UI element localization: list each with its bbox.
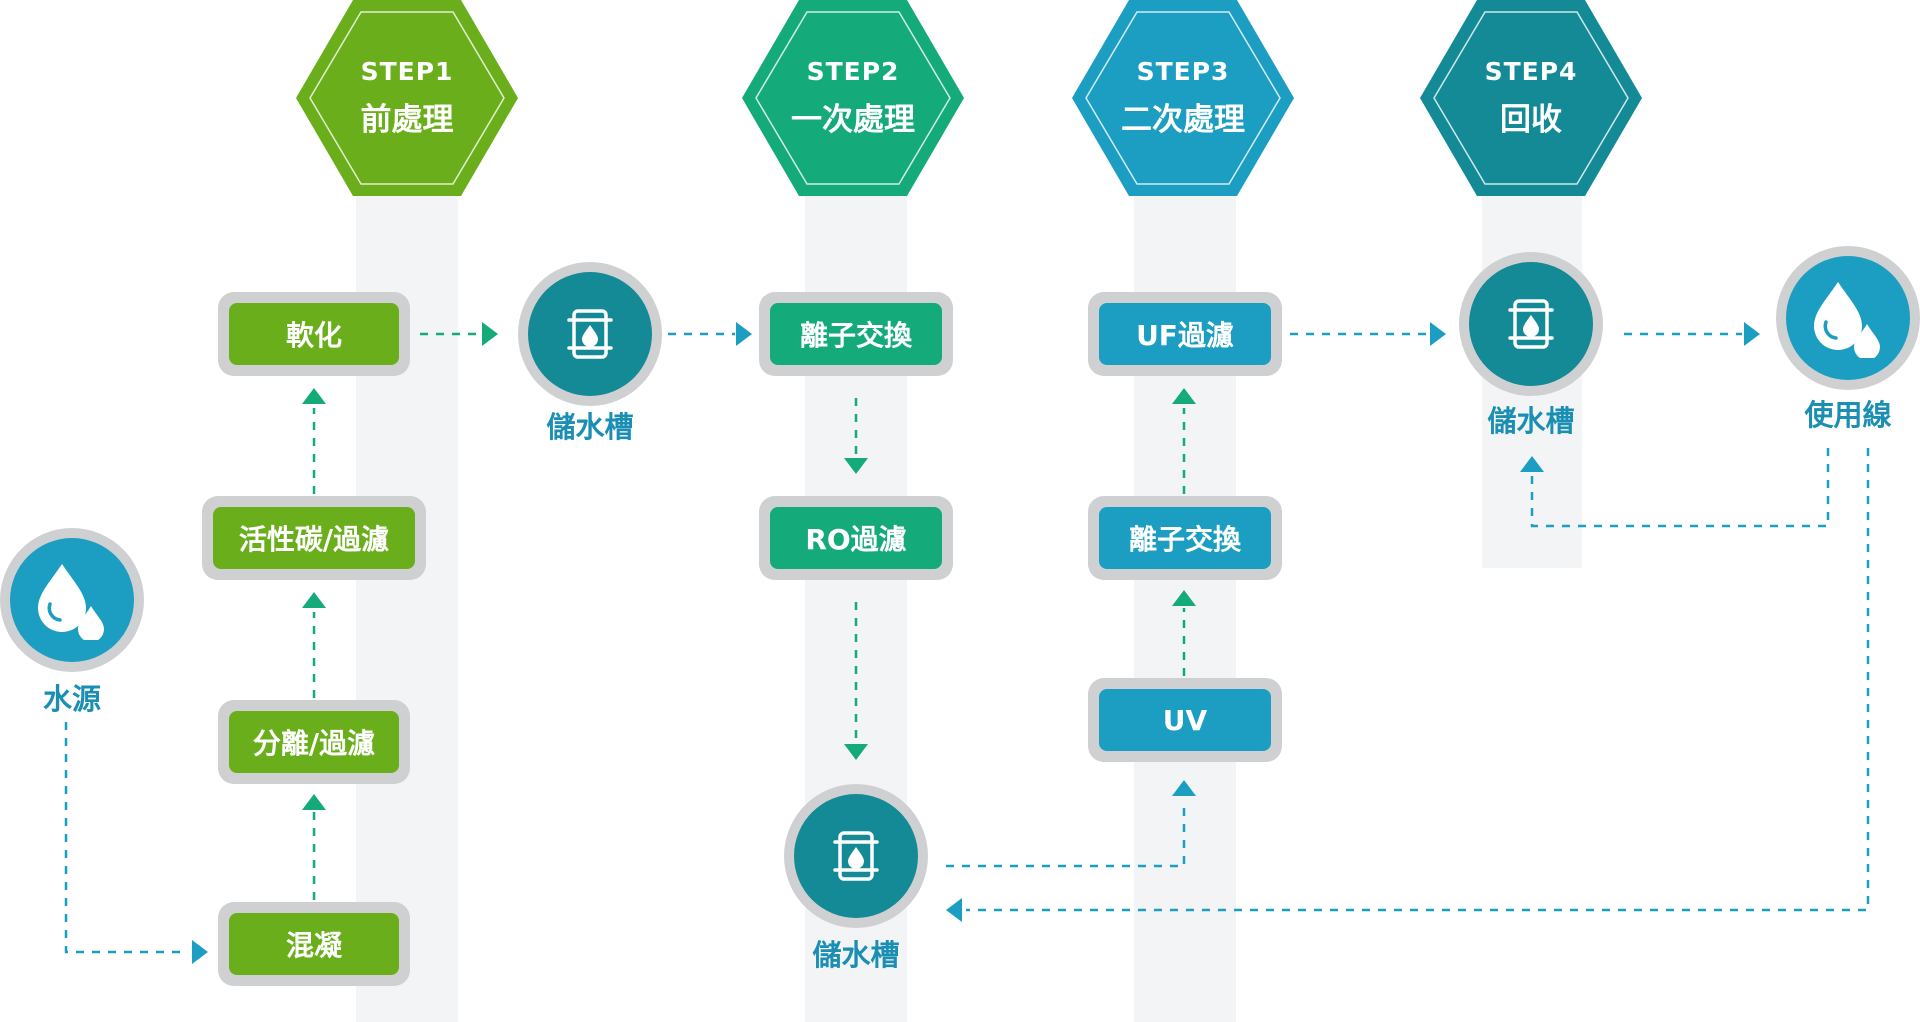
- water-source-node: [0, 528, 144, 672]
- process-separation-filter: 分離/過濾: [218, 700, 410, 784]
- process-ion-exchange-secondary: 離子交換: [1088, 496, 1282, 580]
- step1-number: STEP1: [360, 57, 454, 86]
- connector-use-line-to-tank-c: [1530, 448, 1830, 528]
- arrow-head-uv: [1172, 780, 1196, 796]
- step4-hexagon: STEP4 回收: [1420, 0, 1642, 196]
- arrow-head-ion-exchange: [736, 322, 752, 346]
- water-tank-a-node: [518, 262, 662, 406]
- arrow-head-carbon: [302, 592, 326, 608]
- use-line-label: 使用線: [1804, 398, 1892, 432]
- arrow-head-tank-b-return: [946, 898, 962, 922]
- arrow-head-tank-b: [844, 744, 868, 760]
- process-uf-filter: UF過濾: [1088, 292, 1282, 376]
- water-tank-icon: [1508, 299, 1554, 349]
- step2-title: 一次處理: [791, 102, 915, 138]
- water-tank-c-node: [1459, 252, 1603, 396]
- use-line-node: [1776, 246, 1920, 390]
- step3-title: 二次處理: [1121, 102, 1245, 138]
- arrow-head-uf: [1172, 388, 1196, 404]
- arrow-head-coagulation: [192, 940, 208, 964]
- water-tank-c-label: 儲水槽: [1487, 404, 1575, 438]
- arrow-head-use-line: [1744, 322, 1760, 346]
- water-tank-a-label: 儲水槽: [546, 410, 634, 444]
- connector-use-line-to-tank-b: [966, 448, 1870, 912]
- arrow-head-ion-exchange-secondary: [1172, 590, 1196, 606]
- arrow-head-tank-a: [482, 322, 498, 346]
- water-drop-icon: [1814, 282, 1880, 358]
- process-ro-filter: RO過濾: [759, 496, 953, 580]
- water-drop-icon: [38, 564, 104, 640]
- step2-number: STEP2: [806, 57, 900, 86]
- process-softening: 軟化: [218, 292, 410, 376]
- arrow-head-tank-c-return: [1520, 456, 1544, 472]
- water-tank-icon: [833, 831, 879, 881]
- step2-hexagon: STEP2 一次處理: [742, 0, 964, 196]
- water-tank-icon: [567, 309, 613, 359]
- process-activated-carbon-filter: 活性碳/過濾: [202, 496, 426, 580]
- process-coagulation: 混凝: [218, 902, 410, 986]
- step1-title: 前處理: [360, 102, 454, 138]
- connector-source-to-coagulation: [64, 722, 188, 954]
- connector-tank-b-to-uv: [946, 800, 1186, 868]
- arrow-head-softening: [302, 388, 326, 404]
- arrow-head-separation: [302, 794, 326, 810]
- process-uv: UV: [1088, 678, 1282, 762]
- step3-number: STEP3: [1136, 57, 1230, 86]
- arrow-head-ro: [844, 458, 868, 474]
- step1-hexagon: STEP1 前處理: [296, 0, 518, 196]
- process-ion-exchange-primary: 離子交換: [759, 292, 953, 376]
- water-tank-b-label: 儲水槽: [812, 938, 900, 972]
- step3-hexagon: STEP3 二次處理: [1072, 0, 1294, 196]
- water-source-label: 水源: [42, 682, 101, 716]
- step4-number: STEP4: [1484, 57, 1578, 86]
- step4-title: 回收: [1500, 102, 1562, 138]
- water-tank-b-node: [784, 784, 928, 928]
- arrow-head-tank-c: [1430, 322, 1446, 346]
